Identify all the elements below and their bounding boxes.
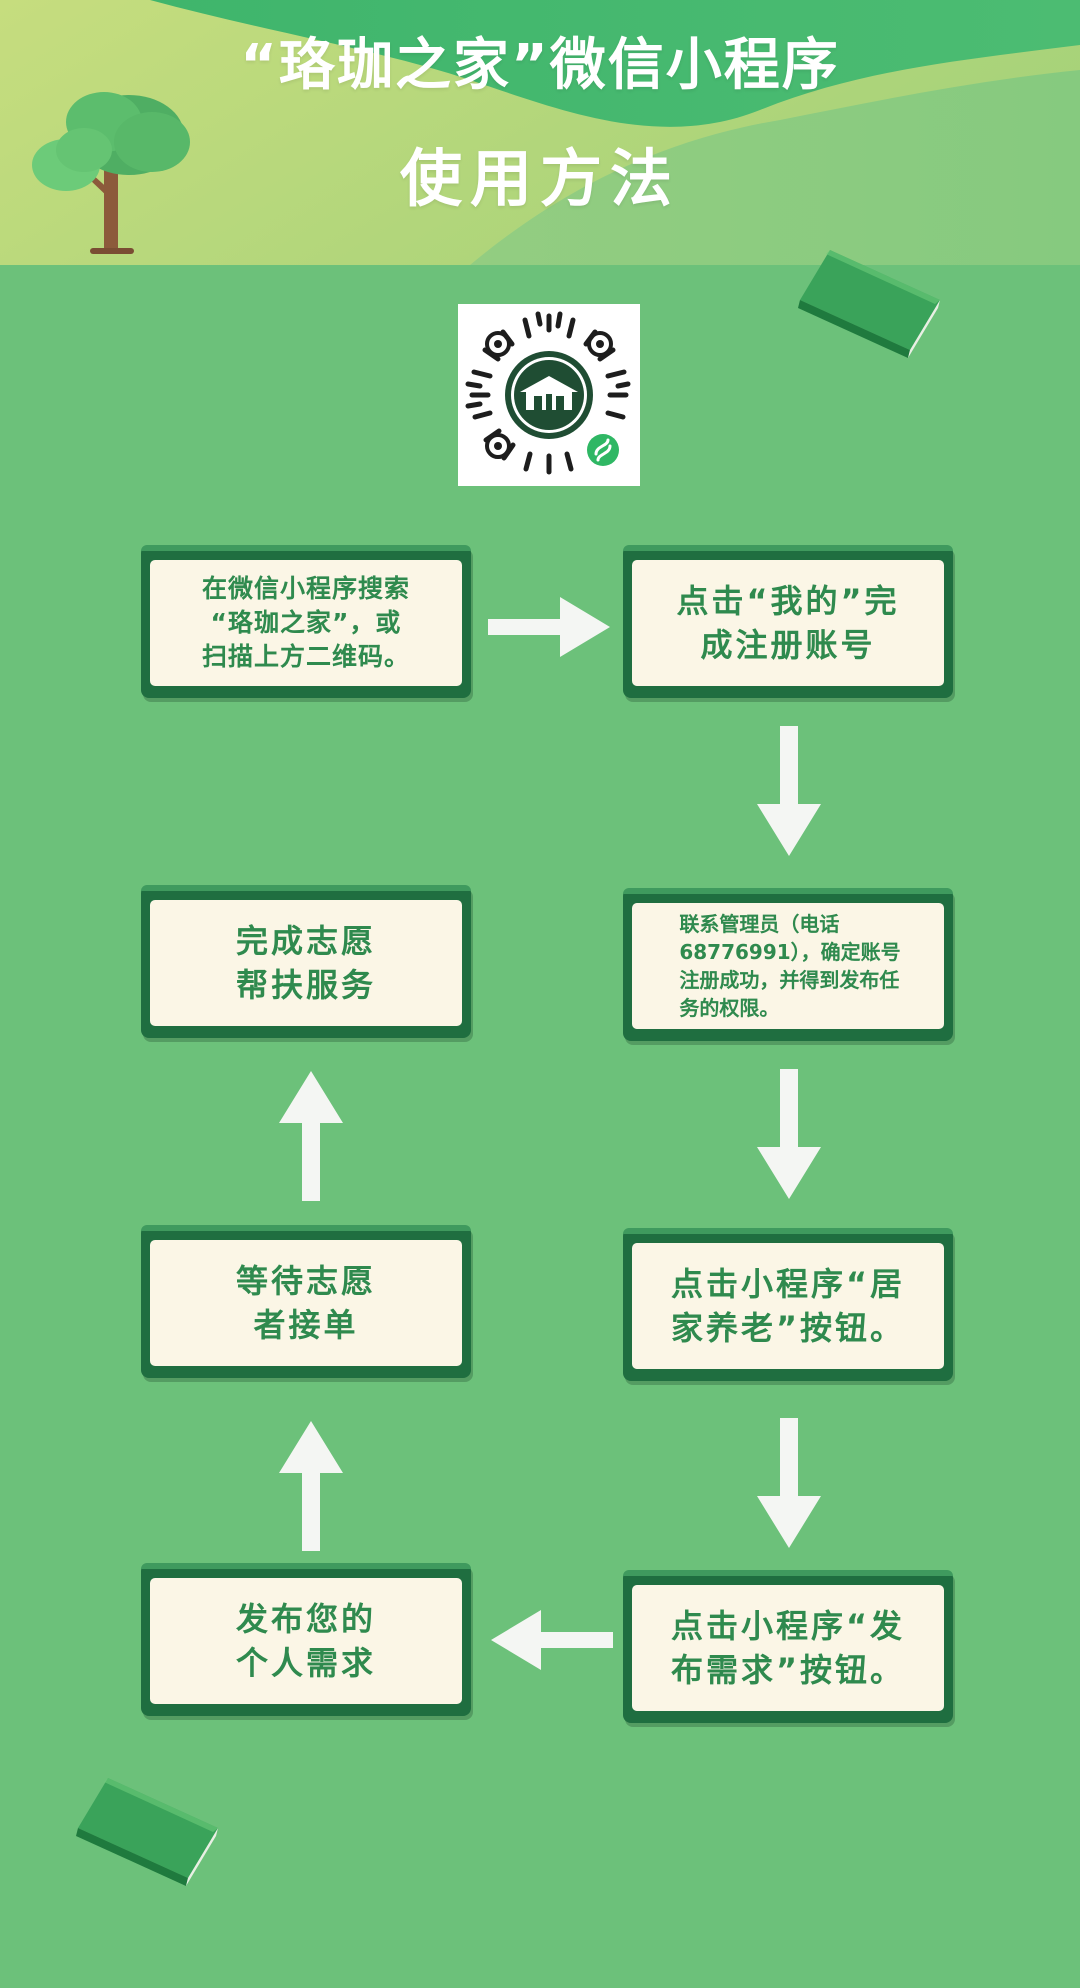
qr-code-graphic [465, 311, 631, 475]
arrow-icon [757, 1418, 821, 1548]
page-title: “珞珈之家”微信小程序 [240, 33, 840, 98]
step-4-box: 点击小程序“居 家养老”按钮。 [623, 1228, 953, 1381]
step-6-box: 发布您的 个人需求 [141, 1563, 471, 1716]
step-8-box: 完成志愿 帮扶服务 [141, 885, 471, 1038]
arrow-icon [488, 597, 610, 657]
step-8-text: 完成志愿 帮扶服务 [235, 922, 376, 1004]
step-4-text: 点击小程序“居 家养老”按钮。 [670, 1265, 906, 1347]
tree-icon [32, 92, 190, 254]
arrow-icon [757, 1069, 821, 1199]
page-subtitle: 使用方法 [399, 142, 680, 215]
step-5-box: 点击小程序“发 布需求”按钮。 [623, 1570, 953, 1723]
header: “珞珈之家”微信小程序 使用方法 [0, 0, 1080, 265]
step-7-text: 等待志愿 者接单 [235, 1262, 376, 1344]
step-1-box: 在微信小程序搜索 “珞珈之家”，或 扫描上方二维码。 [141, 545, 471, 698]
arrow-icon [279, 1421, 343, 1551]
step-7-box: 等待志愿 者接单 [141, 1225, 471, 1378]
step-5-text: 点击小程序“发 布需求”按钮。 [670, 1607, 906, 1689]
step-1-text: 在微信小程序搜索 “珞珈之家”，或 扫描上方二维码。 [201, 574, 410, 671]
arrow-icon [279, 1071, 343, 1201]
book-icon [798, 250, 940, 358]
step-2-text: 点击“我的”完 成注册账号 [676, 582, 900, 664]
header-background [0, 0, 1080, 265]
step-3-box: 联系管理员（电话 68776991），确定账号 注册成功，并得到发布任 务的权限… [623, 888, 953, 1041]
qr-code[interactable] [458, 304, 640, 486]
arrow-icon [757, 726, 821, 856]
mini-program-icon [587, 434, 619, 466]
arrow-icon [491, 1610, 613, 1670]
step-6-text: 发布您的 个人需求 [235, 1600, 376, 1682]
step-3-text: 联系管理员（电话 68776991），确定账号 注册成功，并得到发布任 务的权限… [679, 912, 901, 1020]
step-2-box: 点击“我的”完 成注册账号 [623, 545, 953, 698]
book-icon [76, 1778, 218, 1886]
